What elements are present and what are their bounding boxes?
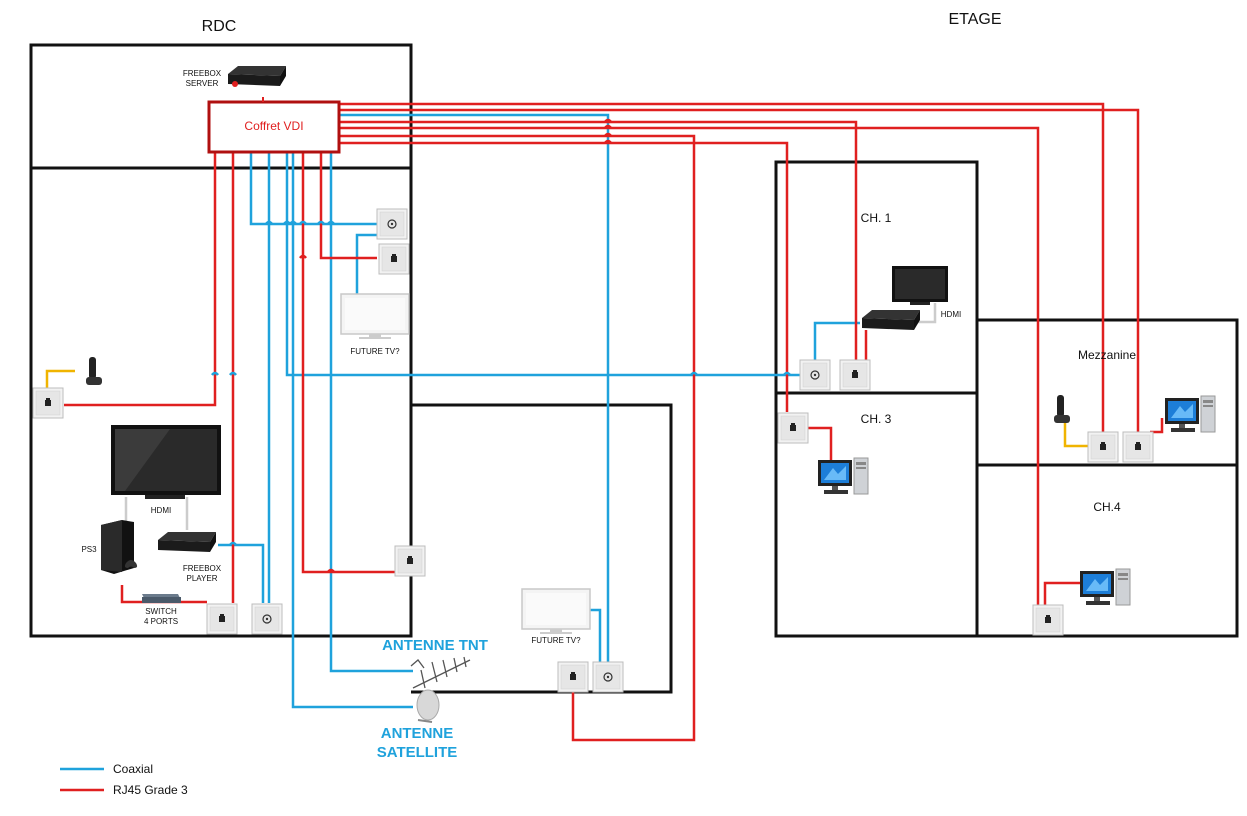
coax-to-ch1 bbox=[285, 152, 800, 377]
rj45-socket-rdc bbox=[394, 545, 426, 577]
floor-label-etage: ETAGE bbox=[948, 11, 1001, 28]
future-tv-rdc bbox=[340, 293, 410, 340]
legend-rj45: RJ45 Grade 3 bbox=[113, 783, 188, 797]
freebox-server-label-1: FREEBOX bbox=[183, 69, 222, 78]
rj45-socket-ch3 bbox=[777, 412, 809, 444]
switch-label-1: SWITCH bbox=[145, 607, 177, 616]
room-label-ch3: CH. 3 bbox=[861, 412, 892, 426]
tnt-antenna bbox=[410, 656, 471, 689]
room-label-ch1: CH. 1 bbox=[861, 211, 892, 225]
freebox-player-label-1: FREEBOX bbox=[183, 564, 222, 573]
annex-room bbox=[411, 403, 673, 694]
hdmi-label-salon: HDMI bbox=[151, 506, 171, 515]
rj45-mezz-1 bbox=[339, 102, 1105, 432]
rj45-mezz-pc bbox=[1150, 418, 1164, 434]
room-label-ch4: CH.4 bbox=[1093, 500, 1121, 514]
floor-label-rdc: RDC bbox=[202, 18, 237, 35]
room-label-mezzanine: Mezzanine bbox=[1078, 348, 1136, 362]
walls bbox=[29, 43, 1239, 694]
rj45-tv-socket bbox=[319, 152, 377, 260]
rj45-socket-ch4 bbox=[1032, 604, 1064, 636]
ch1-tv bbox=[892, 266, 948, 305]
rj45-ch3-pc bbox=[808, 426, 833, 462]
freebox-server: FREEBOX SERVER bbox=[183, 66, 286, 102]
sat-antenna-label-2: SATELLITE bbox=[377, 744, 458, 761]
rj45-socket-salon bbox=[206, 603, 238, 635]
labels: RDC ETAGE CH. 1 CH. 3 CH.4 Mezzanine FUT… bbox=[81, 11, 1136, 797]
ps3-console bbox=[101, 520, 138, 574]
tnt-antenna-label: ANTENNE TNT bbox=[382, 637, 488, 654]
coax-socket-tv bbox=[376, 208, 408, 240]
rj45-socket-phone-rdc bbox=[32, 387, 64, 419]
coax-tv-link bbox=[355, 233, 377, 296]
satellite-dish bbox=[416, 689, 440, 723]
ch3-computer bbox=[817, 457, 869, 495]
rj45-socket-tv bbox=[378, 243, 410, 275]
rj45-ch1 bbox=[339, 120, 858, 362]
coax-to-tv-socket bbox=[249, 152, 377, 226]
rj45-mezz-2 bbox=[339, 108, 1140, 432]
ch4-computer bbox=[1079, 568, 1131, 606]
rj45-ch3 bbox=[339, 141, 789, 412]
coax-to-annex bbox=[339, 113, 610, 662]
coax-socket-ch1 bbox=[799, 359, 831, 391]
future-tv-label-annex: FUTURE TV? bbox=[531, 636, 581, 645]
rj45-socket-mezz-1 bbox=[1087, 431, 1119, 463]
coffret-vdi: Coffret VDI bbox=[207, 100, 341, 154]
network-switch bbox=[142, 594, 181, 603]
coax-annex-tv bbox=[590, 608, 602, 662]
coax-socket-annex bbox=[592, 661, 624, 693]
phone-rdc bbox=[86, 357, 102, 385]
coffret-label: Coffret VDI bbox=[244, 119, 303, 133]
phone-mezz bbox=[1054, 395, 1070, 423]
rj45-socket-ch1 bbox=[839, 359, 871, 391]
hdmi-label-ch1: HDMI bbox=[941, 310, 961, 319]
coax-player bbox=[218, 543, 265, 603]
ps3-label: PS3 bbox=[81, 545, 97, 554]
rj45-rdc-socket bbox=[301, 152, 395, 574]
devices bbox=[86, 266, 1216, 723]
phone-cords bbox=[45, 369, 1088, 448]
rj45-socket-annex bbox=[557, 661, 589, 693]
salon-tv bbox=[111, 425, 221, 499]
freebox-server-label-2: SERVER bbox=[186, 79, 219, 88]
coax-ch1-box bbox=[813, 321, 860, 362]
switch-label-2: 4 PORTS bbox=[144, 617, 178, 626]
freebox-player bbox=[158, 532, 216, 552]
freebox-player-label-2: PLAYER bbox=[187, 574, 218, 583]
sat-antenna-label-1: ANTENNE bbox=[381, 725, 454, 742]
cable-crossings bbox=[211, 118, 860, 573]
coax-to-tnt bbox=[329, 152, 413, 673]
room-ch4 bbox=[975, 463, 1239, 638]
ch1-freebox-player bbox=[862, 310, 920, 330]
future-tv-annex bbox=[521, 588, 591, 635]
rdc-outline bbox=[29, 43, 413, 638]
hdmi-links bbox=[124, 303, 937, 530]
rj45-ch4-pc bbox=[1043, 581, 1080, 605]
coax-to-sat bbox=[291, 152, 413, 709]
rj45-annex bbox=[339, 134, 696, 742]
future-tv-label-rdc: FUTURE TV? bbox=[350, 347, 400, 356]
rj45-phone-rdc bbox=[64, 152, 217, 407]
legend-coaxial: Coaxial bbox=[113, 762, 153, 776]
rj45-socket-mezz-2 bbox=[1122, 431, 1154, 463]
coax-socket-salon bbox=[251, 603, 283, 635]
rj45-ch4 bbox=[339, 126, 1040, 605]
mezz-computer bbox=[1164, 395, 1216, 433]
